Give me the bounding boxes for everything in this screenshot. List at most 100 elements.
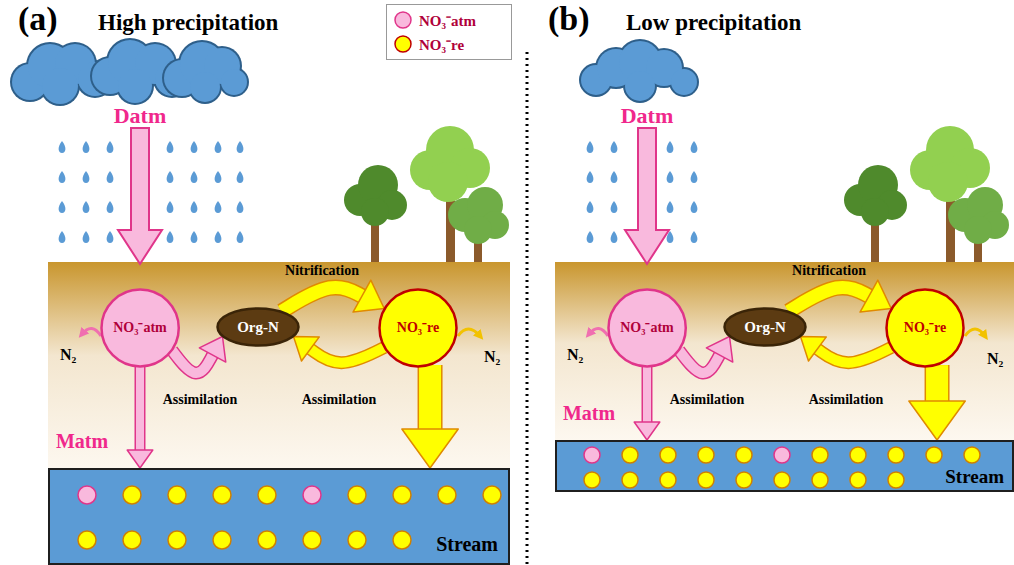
arrow-outline	[172, 350, 213, 373]
soil	[48, 262, 510, 470]
nitrate-dot	[812, 447, 828, 463]
nitrate-dot	[393, 531, 411, 549]
nitrate-dot	[774, 472, 790, 488]
nitrate-dot	[303, 486, 321, 504]
denitrification-arrow	[589, 328, 608, 336]
panel-divider	[526, 52, 529, 565]
nitrate-dot	[123, 486, 141, 504]
arrow-head	[860, 280, 891, 312]
arrow-head	[353, 280, 384, 312]
gas-label: N₂	[987, 350, 1003, 368]
flow-arrow	[789, 280, 892, 312]
rain-drop	[83, 171, 90, 183]
nitrate-dot	[168, 531, 186, 549]
pool-ellipse: NO₃⁻atm	[100, 288, 180, 368]
legend-swatch	[393, 10, 413, 30]
flow-arrow	[282, 280, 385, 312]
node-text: Stream	[436, 533, 498, 555]
rain-drop	[107, 231, 114, 243]
cloud	[162, 40, 249, 104]
cloud	[10, 38, 699, 106]
arrow-shaft	[643, 367, 651, 423]
edge-label: Assimilation	[809, 392, 884, 407]
legend-box: NO₃⁻atmNO₃⁻re	[386, 4, 512, 60]
nitrate-dot	[736, 472, 752, 488]
edge-label: Matm	[563, 402, 615, 424]
ellipse-outline	[380, 290, 457, 367]
rain-drop	[107, 171, 114, 183]
rain-drop	[691, 171, 698, 183]
flow-arrow	[294, 337, 385, 363]
ellipse-outline	[101, 290, 178, 367]
cloud	[671, 69, 697, 95]
flow-arrow	[402, 365, 458, 468]
arrow-outline	[925, 365, 950, 402]
flow-arrow	[634, 367, 660, 440]
rain-drop	[691, 231, 698, 243]
pool-ellipse: Org-N	[216, 307, 300, 347]
nitrate-dot	[698, 472, 714, 488]
soil	[555, 262, 1014, 442]
cloud	[118, 69, 152, 103]
rain-drop	[167, 231, 174, 243]
rain-drops	[59, 141, 698, 243]
flow-arrow	[909, 365, 965, 440]
nitrate-dot	[213, 486, 231, 504]
legend-text: NO₃⁻re	[419, 34, 464, 54]
node-text: NO₃⁻atm	[620, 320, 674, 335]
flow-arrow	[172, 337, 226, 374]
rain-drop	[59, 171, 66, 183]
nitrate-dot	[303, 531, 321, 549]
flow-arrow	[127, 367, 153, 468]
ellipse-outline	[218, 309, 299, 346]
nitrate-dot	[78, 531, 96, 549]
node-text: NO₃⁻atm	[113, 320, 167, 335]
edge-label: Assimilation	[302, 392, 377, 407]
arrow-outline	[282, 287, 363, 311]
cloud	[579, 39, 699, 103]
gas-label: N₂	[60, 346, 76, 364]
pool-ellipse: NO₃⁻re	[885, 288, 965, 368]
node-text: Org-N	[237, 319, 279, 336]
nitrate-dot	[258, 531, 276, 549]
nitrate-dot	[258, 486, 276, 504]
trees	[344, 126, 509, 262]
rain-drop	[691, 141, 698, 153]
rain-drop	[191, 201, 198, 213]
rain-drop	[587, 201, 594, 213]
nitrate-dot	[393, 486, 411, 504]
cloud	[190, 72, 220, 102]
rain-drop	[667, 171, 674, 183]
node-text: NO₃⁻re	[904, 320, 946, 335]
nitrate-dot	[888, 472, 904, 488]
nitrate-dot	[850, 447, 866, 463]
nitrate-dot	[812, 472, 828, 488]
arrow-head	[801, 337, 827, 362]
pool-ellipse: NO₃⁻atm	[607, 288, 687, 368]
nitrate-dot	[78, 486, 96, 504]
arrow-outline	[641, 367, 652, 423]
deposition-arrow	[625, 128, 669, 264]
arrow-outline	[418, 365, 443, 430]
arrow-head	[402, 429, 458, 468]
rain-drop	[587, 171, 594, 183]
rain-drop	[83, 231, 90, 243]
arrow-head	[294, 337, 320, 362]
rain-drop	[59, 141, 66, 153]
ellipse-outline	[608, 290, 685, 367]
rain-drop	[587, 141, 594, 153]
rain-drop	[215, 201, 222, 213]
arrow-shaft	[419, 365, 441, 430]
legend-item: NO₃⁻re	[393, 32, 505, 56]
cloud	[42, 68, 78, 104]
panel-letter: (b)	[548, 0, 590, 37]
legend-swatch	[395, 12, 411, 28]
rain-drop	[215, 171, 222, 183]
nitrate-dot	[698, 447, 714, 463]
cloud	[625, 71, 655, 101]
rain-drop	[611, 231, 618, 243]
deposition-arrow	[118, 128, 162, 264]
rain-drop	[167, 141, 174, 153]
arrow-shaft	[136, 367, 144, 451]
nitrate-dot	[213, 531, 231, 549]
